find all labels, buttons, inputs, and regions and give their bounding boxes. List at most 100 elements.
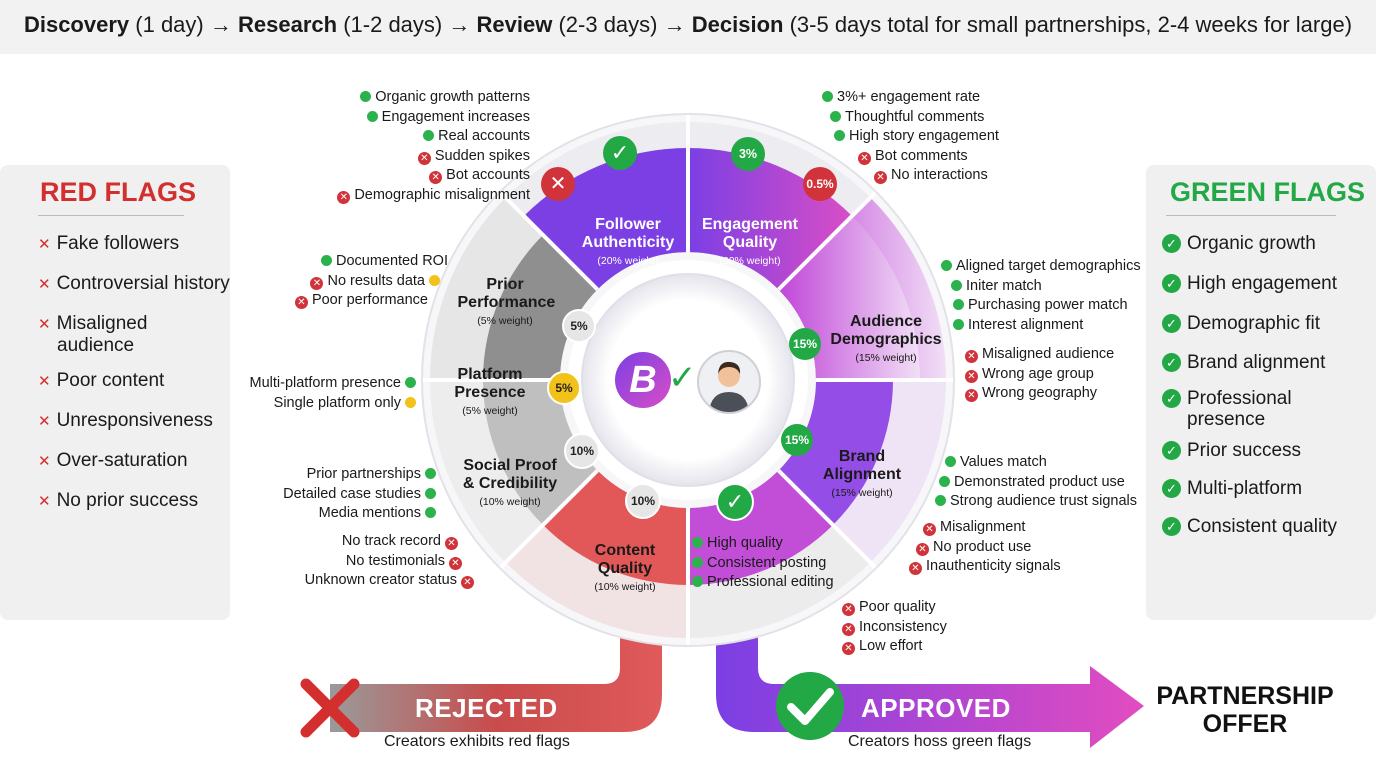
red-flags-title: RED FLAGS	[40, 177, 197, 207]
red-flags-panel	[0, 165, 230, 620]
segment-brand-alignment: Brand Alignment (15% weight)	[822, 448, 902, 499]
check-icon: ✓	[1162, 479, 1181, 498]
note-list-follower: Organic growth patterns Engagement incre…	[333, 88, 530, 204]
step-review-time: (2-3 days)	[558, 12, 658, 37]
good-dot-icon	[692, 576, 703, 587]
check-icon	[776, 672, 844, 740]
badge-audience: 15%	[789, 328, 821, 360]
segment-social-proof: Social Proof & Credibility (10% weight)	[462, 457, 558, 508]
bad-x-icon: ✕	[842, 642, 855, 655]
red-flag-item: ✕Misaligned audience	[38, 313, 148, 356]
arrow: →	[209, 12, 232, 37]
step-research: Research	[238, 12, 338, 37]
good-dot-icon	[360, 91, 372, 102]
green-flag-item: ✓Demographic fit	[1162, 313, 1320, 334]
good-dot-icon	[945, 456, 956, 467]
x-icon: ✕	[38, 236, 51, 253]
note-list-content-good: High quality Consistent posting Professi…	[688, 534, 834, 591]
wheel-segment-inner-social	[543, 470, 688, 585]
creator-avatar	[697, 350, 761, 414]
bad-x-icon: ✕	[965, 389, 978, 402]
green-flags-panel	[1146, 165, 1376, 620]
bad-x-icon: ✕	[965, 369, 978, 383]
wheel-segment-inner-platform	[482, 380, 598, 525]
bad-x-icon: ✕	[923, 523, 936, 536]
green-flag-item: ✓Brand alignment	[1162, 352, 1325, 373]
segment-engagement-quality: Engagement Quality (20% weight)	[701, 216, 798, 267]
note-list-engagement: 3%+ engagement rate Thoughtful comments …	[818, 88, 999, 184]
step-discovery-time: (1 day)	[135, 12, 204, 37]
x-icon: ✕	[38, 373, 51, 390]
green-flag-item: ✓Consistent quality	[1162, 516, 1337, 537]
check-icon: ✓	[603, 136, 637, 170]
approved-subtitle: Creators hoss green flags	[848, 733, 1032, 750]
wheel-divider	[777, 469, 878, 570]
process-timeline: Discovery (1 day) → Research (1-2 days) …	[0, 12, 1376, 38]
bad-x-icon: ✕	[417, 151, 431, 165]
x-icon: ✕	[38, 413, 51, 430]
bad-x-icon: ✕	[916, 542, 929, 556]
badge-social: 10%	[564, 433, 600, 469]
note-list-platform: Multi-platform presence Single platform …	[250, 374, 421, 412]
rejected-subtitle: Creators exhibits red flags	[384, 733, 570, 750]
wheel-segment-inner-content	[688, 470, 833, 585]
red-flag-item: ✕Over-saturation	[38, 450, 188, 471]
green-flag-item: ✓High engagement	[1162, 273, 1337, 294]
bad-x-icon: ✕	[337, 190, 351, 204]
step-decision: Decision	[691, 12, 784, 37]
header-bar	[0, 0, 1376, 54]
partnership-offer: PARTNERSHIP OFFER	[1156, 682, 1334, 738]
wheel-divider	[498, 190, 599, 291]
check-icon: ✓	[1162, 234, 1181, 253]
good-dot-icon	[320, 255, 332, 266]
check-icon: ✓	[716, 483, 754, 521]
good-dot-icon	[822, 91, 833, 102]
neutral-dot-icon	[405, 396, 416, 408]
step-research-time: (1-2 days)	[343, 12, 443, 37]
good-dot-icon	[834, 130, 845, 141]
wheel-divider	[777, 190, 878, 291]
good-dot-icon	[692, 537, 703, 548]
approved-label: APPROVED	[861, 693, 1011, 723]
good-dot-icon	[951, 279, 962, 291]
good-dot-icon	[941, 260, 952, 271]
wheel-segment-inner-prior	[483, 235, 598, 380]
check-icon: ✓	[1162, 389, 1181, 408]
bad-x-icon: ✕	[445, 537, 458, 550]
segment-audience-demographics: Audience Demographics (15% weight)	[830, 313, 942, 364]
good-dot-icon	[935, 495, 946, 506]
check-icon: ✓	[1162, 274, 1181, 293]
note-list-audience-bad: ✕Misaligned audience ✕Wrong age group ✕W…	[961, 345, 1114, 402]
green-flag-item: ✓Prior success	[1162, 440, 1301, 461]
red-flag-item: ✕Fake followers	[38, 233, 180, 254]
bad-x-icon: ✕	[449, 556, 462, 570]
note-list-brand-good: Values match Demonstrated product use St…	[935, 453, 1137, 510]
step-review: Review	[476, 12, 553, 37]
check-icon: ✓	[668, 359, 697, 397]
badge-engagement-good: 3%	[731, 137, 765, 171]
badge-prior: 5%	[562, 309, 596, 343]
green-flag-item: ✓Multi-platform	[1162, 478, 1302, 499]
rejected-label: REJECTED	[415, 693, 558, 723]
note-list-audience-good: Aligned target demographics Initer match…	[937, 257, 1141, 334]
arrow: →	[448, 12, 471, 37]
divider	[38, 215, 184, 216]
x-icon: ✕	[38, 276, 51, 293]
good-dot-icon	[939, 475, 950, 487]
bad-x-icon: ✕	[965, 350, 978, 363]
rejected-arrow	[330, 630, 662, 732]
good-dot-icon	[405, 377, 416, 388]
badge-brand: 15%	[781, 424, 813, 456]
arrow: →	[663, 12, 686, 37]
bad-x-icon: ✕	[461, 576, 474, 589]
wheel-outer-ring	[421, 113, 955, 647]
check-icon: ✓	[1162, 353, 1181, 372]
red-flag-item: ✕Poor content	[38, 370, 165, 391]
badge-platform: 5%	[547, 371, 581, 405]
brand-logo: B	[615, 352, 671, 408]
green-flag-item: ✓Organic growth	[1162, 233, 1316, 254]
divider	[1166, 215, 1336, 216]
note-list-prior: Documented ROI ✕No results data ✕Poor pe…	[291, 252, 448, 309]
note-list-social-good: Prior partnerships Detailed case studies…	[283, 465, 440, 522]
close-icon	[300, 678, 360, 738]
